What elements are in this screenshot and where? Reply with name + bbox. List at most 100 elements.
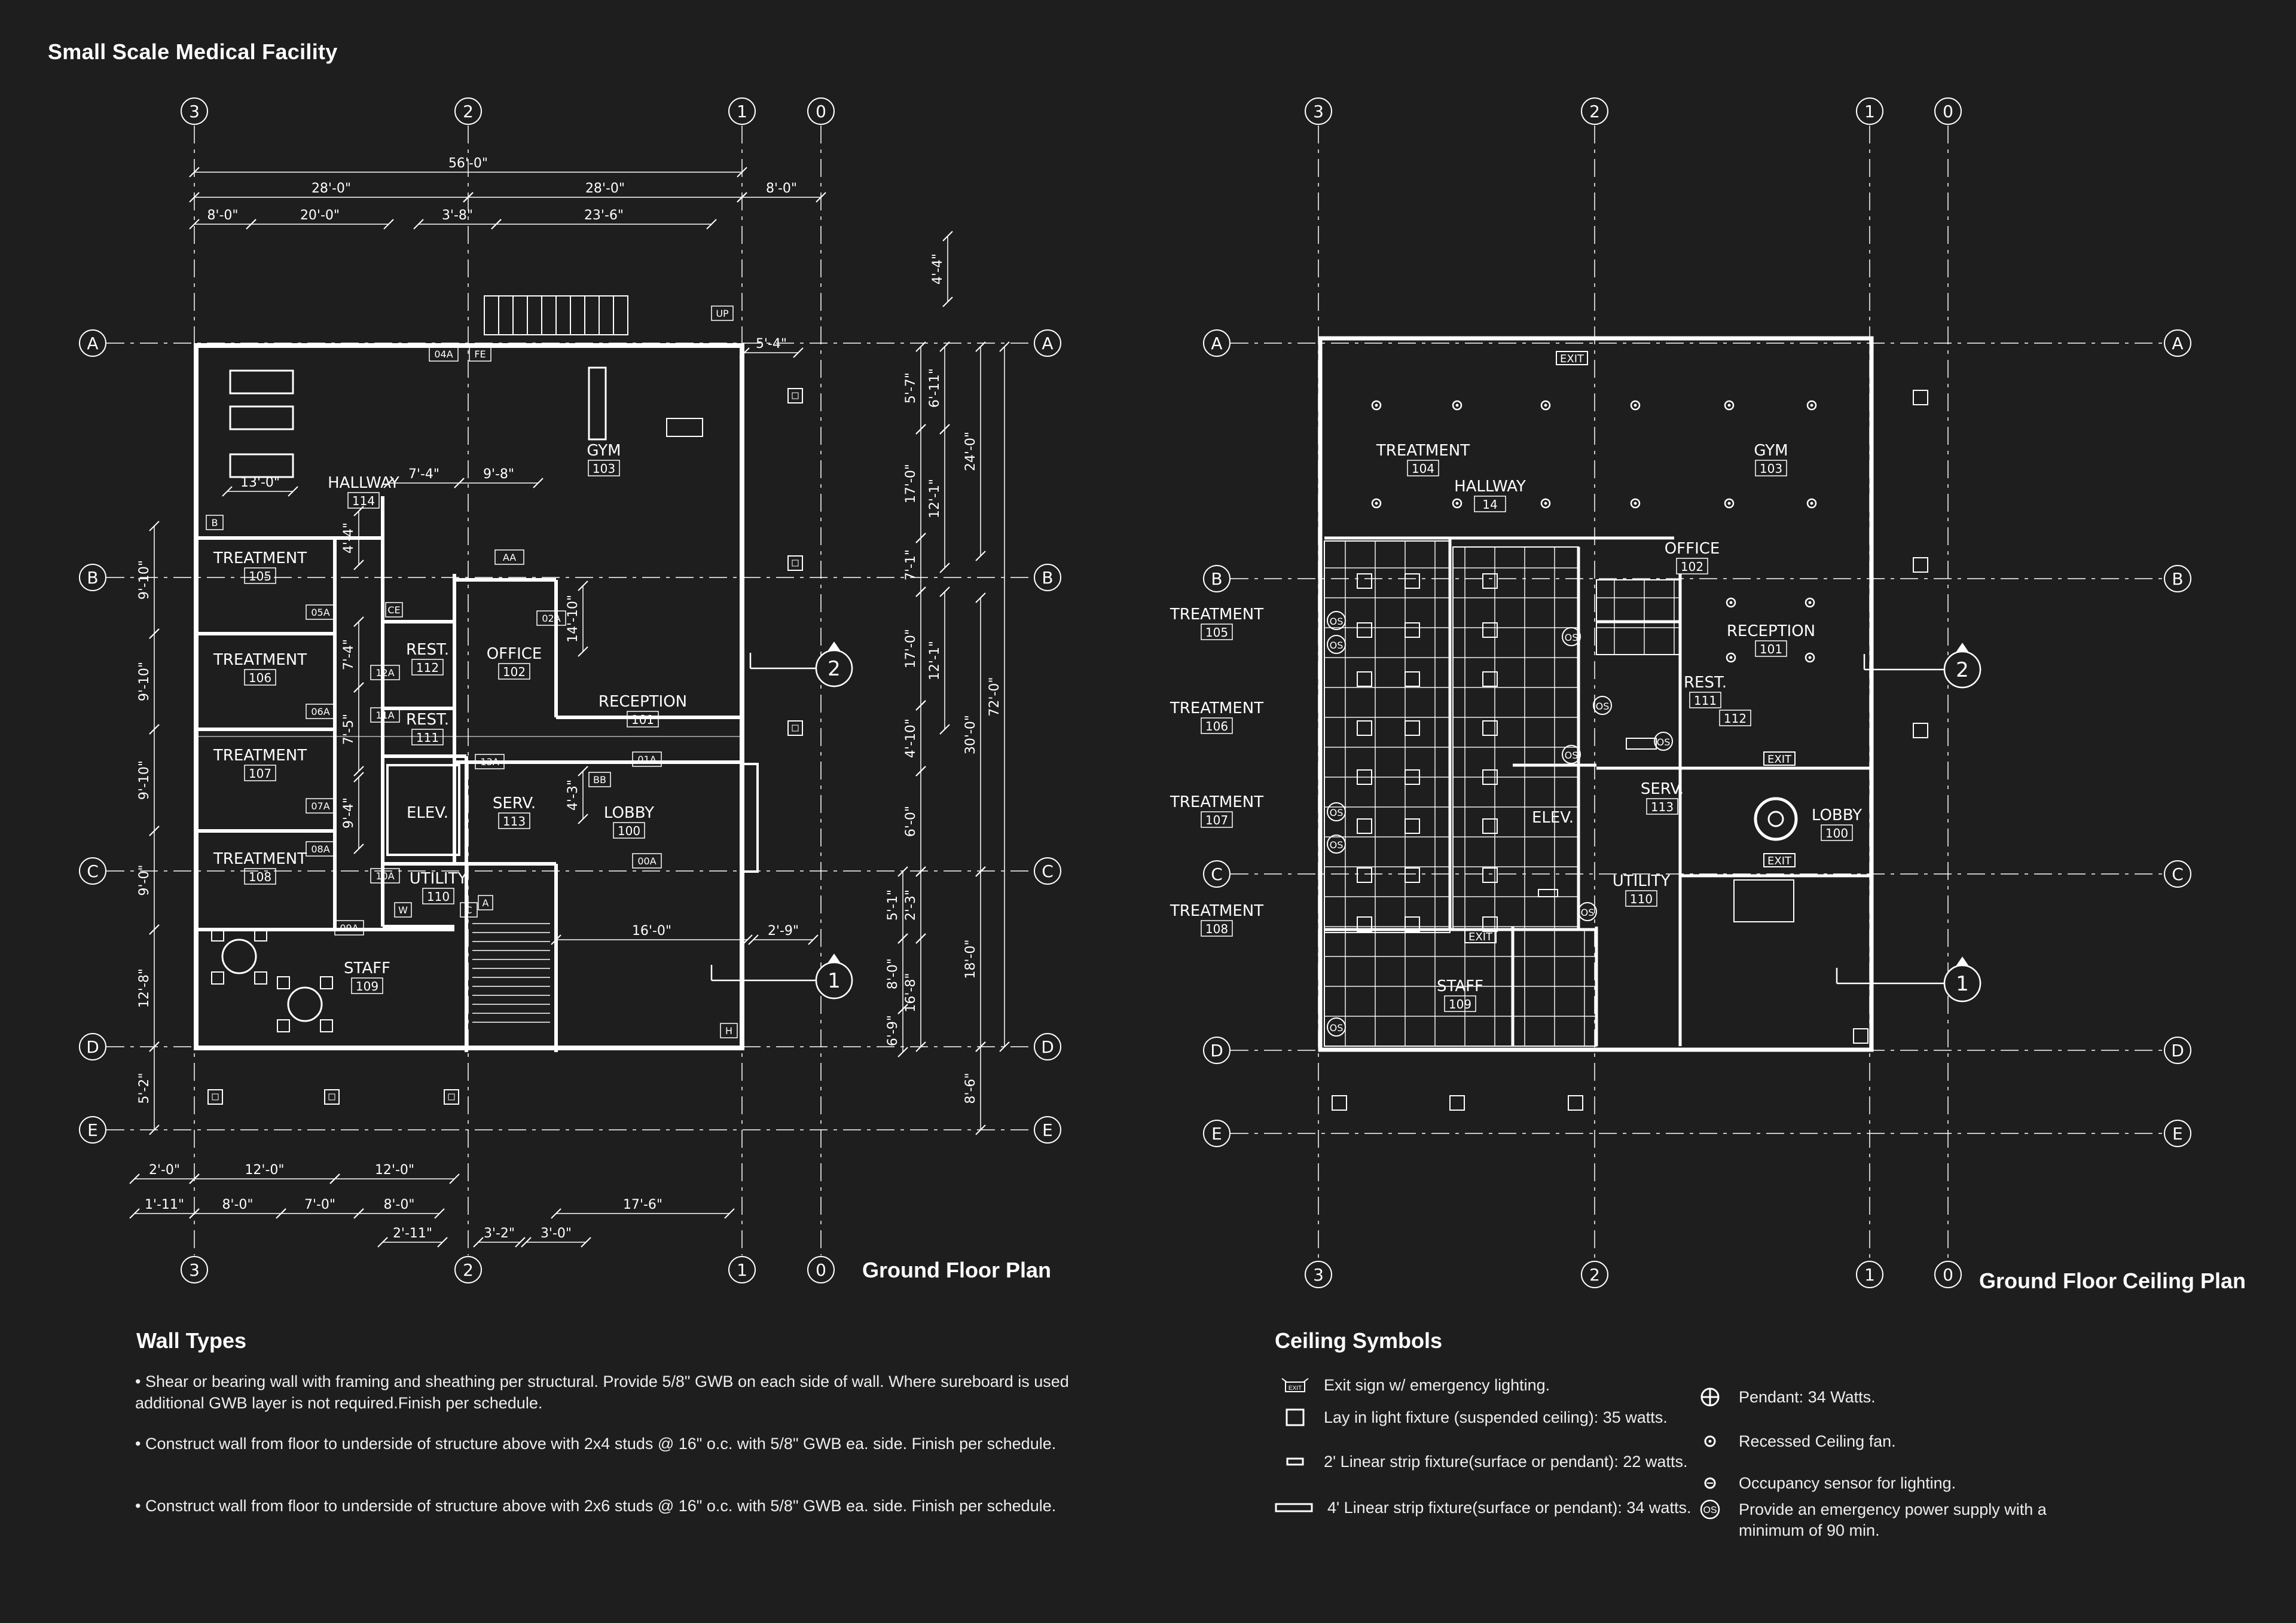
grid-bubble-top-circle <box>1305 97 1332 125</box>
os-sensor <box>1562 745 1581 764</box>
grid-bubble-bottom-circle <box>1581 1261 1608 1288</box>
dim: 13'-0" <box>240 475 280 490</box>
room-number: 102 <box>1681 560 1703 574</box>
os-icon-label: OS <box>1703 1505 1717 1515</box>
os-label: OS <box>1596 701 1610 712</box>
dim: 2'-9" <box>768 924 799 939</box>
grid-bubble-left-circle <box>79 857 106 885</box>
os-sensor <box>1593 696 1612 715</box>
utility-panel <box>1733 879 1794 922</box>
dim-tick <box>189 192 200 203</box>
door-tag-box <box>632 853 662 869</box>
grid-bubble-left-circle <box>79 564 106 591</box>
room-number-box <box>1646 798 1678 815</box>
chair <box>254 971 267 985</box>
dim-right: 5'-1" <box>886 890 900 921</box>
lay-in-fixture <box>1405 867 1420 883</box>
dim-left-tick <box>149 1124 160 1135</box>
dim-tick <box>454 478 465 488</box>
lay-in-fixture <box>1482 769 1498 785</box>
room-name: RECEPTION <box>599 693 687 711</box>
room-number-box <box>1755 460 1787 476</box>
dim-right-tick <box>915 533 926 543</box>
gym-mat <box>229 405 294 430</box>
dim-left: 12'-8" <box>137 968 152 1008</box>
room-number: 107 <box>1205 813 1228 827</box>
ceiling-fan <box>1540 400 1551 411</box>
legend-text: Lay in light fixture (suspended ceiling)… <box>1324 1408 1668 1426</box>
section-marker-label: 2 <box>828 657 841 681</box>
dim-right-tick <box>915 766 926 777</box>
ceiling-fan-dot <box>1810 404 1813 407</box>
grid-bubble-bottom-label: 2 <box>1589 1265 1600 1285</box>
dim-bottom-tick <box>515 1237 526 1248</box>
ceiling-fan <box>1452 400 1463 411</box>
dim-tick <box>383 219 394 230</box>
room-name: TREATMENT <box>213 850 307 868</box>
os-label: OS <box>1330 616 1344 627</box>
dim-right-tick <box>939 724 950 735</box>
os-label: OS <box>1330 640 1344 651</box>
room-name: UTILITY <box>410 870 468 888</box>
exit-sign-icon: EXIT <box>1281 1375 1309 1395</box>
os-label: OS <box>1330 1022 1344 1034</box>
os-label: OS <box>1330 807 1344 818</box>
dim-bottom: 3'-2" <box>484 1226 515 1241</box>
dim-interior-tick <box>353 772 364 783</box>
grid-bubble-right-label: D <box>2171 1041 2184 1060</box>
grid-bubble-top-circle <box>807 97 835 125</box>
tiled-ceiling <box>1596 579 1681 655</box>
dim-bottom-tick <box>353 1208 364 1219</box>
dim-bottom-tick <box>276 1208 286 1219</box>
dim-tick <box>491 219 502 230</box>
room-name: TREATMENT <box>1376 442 1470 460</box>
chair <box>277 976 290 989</box>
legend-text: Exit sign w/ emergency lighting. <box>1324 1376 1550 1394</box>
room-number: 111 <box>416 730 439 745</box>
room-number: 102 <box>503 665 526 679</box>
column-fixture <box>207 1089 223 1105</box>
grid-bubble-right-circle <box>1034 564 1061 591</box>
grid-bubble-top-label: 2 <box>1589 102 1600 121</box>
legend-item-ceiling-fan: Recessed Ceiling fan. <box>1696 1431 2050 1452</box>
room-name: HALLWAY <box>1454 478 1526 496</box>
dim-bottom: 2'-11" <box>393 1226 432 1241</box>
lay-in-fixture <box>1357 867 1372 883</box>
grid-bubble-right-circle <box>2164 329 2191 357</box>
grid-bubble-right-label: A <box>1042 334 1053 353</box>
grid-bubble-bottom-circle <box>1934 1261 1962 1288</box>
room-name: OFFICE <box>1665 540 1720 558</box>
dim-right: 6'-0" <box>903 806 918 837</box>
dim-tick <box>942 231 953 242</box>
door-tag-box <box>632 751 662 767</box>
door-tag: C <box>465 904 472 916</box>
os-sensor <box>1654 732 1673 751</box>
grid-bubble-bottom-label: 0 <box>816 1260 826 1280</box>
dim-interior-tick <box>353 506 364 516</box>
grid-bubble-bottom-label: 2 <box>463 1260 474 1280</box>
room-name: OFFICE <box>487 645 542 663</box>
grid-bubble-right-label: A <box>2172 334 2183 353</box>
dim-right-tick <box>975 1041 986 1052</box>
room-number: 112 <box>1724 711 1747 726</box>
os-label: OS <box>1581 907 1595 918</box>
dim-bottom: 12'-0" <box>245 1163 284 1178</box>
lay-in-fixture <box>1405 818 1420 834</box>
dim-right: 7'-1" <box>903 549 918 580</box>
dim-right-tick <box>897 1004 908 1014</box>
door-tag-box <box>206 515 224 530</box>
room-name: STAFF <box>1437 977 1483 995</box>
door-tag-box <box>711 305 734 321</box>
dim-interior-tick <box>578 580 588 591</box>
pendant-fixture <box>1754 797 1798 841</box>
lay-in-fixture <box>1482 867 1498 883</box>
dim-tick <box>942 297 953 307</box>
exit-icon-label: EXIT <box>1289 1385 1302 1392</box>
grid-bubble-top-label: 1 <box>1864 102 1875 121</box>
dim-left: 9'-0" <box>137 864 152 895</box>
room-number-box <box>1201 623 1233 640</box>
ceiling-plan-title: Ground Floor Ceiling Plan <box>1979 1269 2246 1293</box>
door-tag-box <box>370 665 400 680</box>
